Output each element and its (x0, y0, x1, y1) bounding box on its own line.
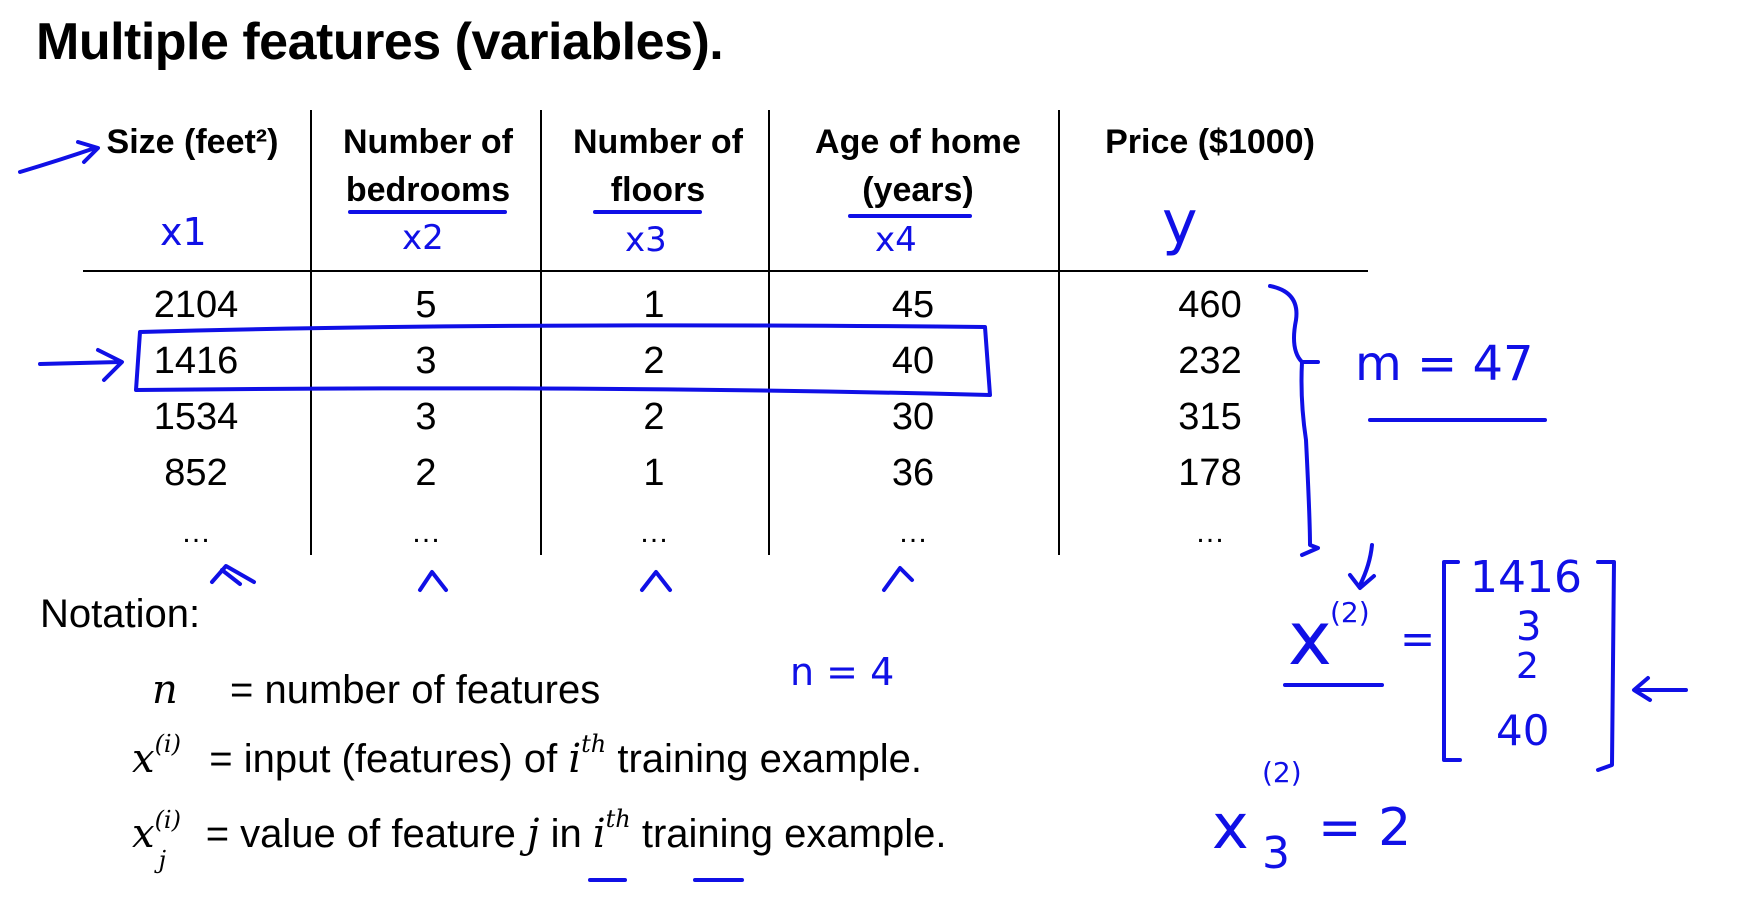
table-cell: … (898, 516, 928, 549)
hw-label-x3: x3 (625, 220, 667, 260)
up-arrow-col1 (210, 564, 256, 586)
hw-label-x4: x4 (875, 220, 917, 260)
hw-x32-symbol: x (1212, 790, 1249, 863)
symbol-x: x (132, 811, 155, 857)
table-cell: 315 (1178, 396, 1242, 438)
table-cell: 2104 (153, 284, 239, 326)
notation-in-word: in (550, 812, 582, 856)
table-cell: 1 (643, 452, 665, 494)
table-cell: 1 (643, 284, 665, 326)
hw-vector-value-2: 3 (1516, 604, 1542, 650)
hw-label-y: y (1162, 188, 1198, 258)
hw-x32-subscript: 3 (1262, 828, 1290, 879)
symbol-i-superscript: th (605, 805, 631, 833)
hw-label-x2: x2 (402, 218, 444, 258)
hw-x2-symbol: x (1288, 596, 1332, 682)
notation-xi-text: = input (features) of (209, 737, 558, 781)
brace-m (1268, 284, 1320, 557)
hw-n-equals: n = 4 (790, 650, 895, 694)
up-arrow-col2 (418, 570, 448, 592)
header-age-line1: Age of home (815, 123, 1021, 161)
symbol-x-indices: (i) j (155, 806, 195, 874)
hw-m-equals: m = 47 (1355, 336, 1534, 392)
symbol-j: j (527, 811, 540, 857)
hw-x2-superscript: (2) (1330, 596, 1370, 629)
hw-vector-value-1: 1416 (1470, 552, 1582, 603)
notation-xi-text-after: training example. (617, 737, 922, 781)
header-floors-line1: Number of (573, 123, 743, 161)
symbol-i: i (592, 811, 606, 857)
arrow-to-row-2 (38, 348, 124, 382)
table-cell: 5 (415, 284, 437, 326)
table-cell: 232 (1178, 340, 1242, 382)
header-price: Price ($1000) (1060, 118, 1360, 166)
notation-line-xi: x(i) = input (features) of ith training … (132, 730, 922, 788)
hw-x32-rhs: = 2 (1318, 798, 1412, 858)
notation-xij-text-after: training example. (641, 812, 947, 856)
arrow-to-size-header (18, 140, 100, 174)
symbol-x-subscript: j (158, 846, 167, 874)
header-bedrooms: Number of bedrooms (318, 118, 538, 214)
up-arrow-col4 (882, 566, 914, 592)
notation-line-xij: x(i) j = value of feature j in ith traini… (132, 805, 947, 874)
table-cell: 852 (164, 452, 228, 494)
table-cell: 1416 (153, 340, 239, 382)
table-cell: 1534 (153, 396, 239, 438)
vector-left-bracket (1442, 560, 1462, 762)
header-bedrooms-line2: bedrooms (345, 171, 511, 209)
header-age-line2: (years) (862, 171, 974, 209)
header-price-line1: Price ($1000) (1105, 123, 1315, 161)
symbol-x-superscript: (i) (154, 806, 181, 834)
arrow-down-to-vector (1348, 543, 1376, 590)
row-2-highlight-box (134, 323, 992, 397)
table-cell: 2 (643, 396, 665, 438)
slide-title: Multiple features (variables). (36, 13, 724, 71)
table-cell: 3 (415, 396, 437, 438)
notation-n-text: = number of features (230, 668, 601, 712)
header-bedrooms-line1: Number of (343, 123, 513, 161)
table-cell: 178 (1178, 452, 1242, 494)
table-cell: … (639, 516, 669, 549)
hw-label-x1: x1 (160, 210, 207, 254)
header-age: Age of home (years) (778, 118, 1058, 214)
table-cell: 30 (891, 396, 935, 438)
header-floors-line2: floors (610, 171, 706, 209)
table-cell: 2 (643, 340, 665, 382)
vector-right-bracket (1596, 560, 1616, 772)
column-divider-2 (540, 110, 542, 555)
symbol-x: x (132, 736, 155, 782)
table-cell: … (411, 516, 441, 549)
notation-heading: Notation: (40, 592, 201, 636)
table-cell: 3 (415, 340, 437, 382)
table-cell: … (181, 516, 211, 549)
column-divider-1 (310, 110, 312, 555)
header-size-line1: Size (feet²) (106, 123, 279, 161)
notation-line-n: n = number of features (152, 666, 600, 714)
hw-x32-superscript: (2) (1262, 756, 1302, 789)
header-size: Size (feet²) (90, 118, 295, 166)
column-divider-4 (1058, 110, 1060, 555)
notation-xij-text: = value of feature (205, 812, 516, 856)
table-header-rule (83, 270, 1368, 272)
hw-vector-value-4: 40 (1496, 706, 1550, 755)
symbol-n: n (152, 667, 178, 713)
table-cell: 45 (891, 284, 935, 326)
arrow-left-to-vector (1632, 676, 1688, 702)
table-cell: 460 (1178, 284, 1242, 326)
symbol-x-superscript: (i) (154, 730, 181, 758)
column-divider-3 (768, 110, 770, 555)
hw-vector-value-3: 2 (1516, 646, 1539, 687)
symbol-i-superscript: th (581, 730, 607, 758)
hw-equals: = (1400, 614, 1436, 663)
table-cell: 40 (891, 340, 935, 382)
symbol-i: i (568, 736, 582, 782)
table-cell: 2 (415, 452, 437, 494)
header-floors: Number of floors (548, 118, 768, 214)
up-arrow-col3 (640, 570, 672, 592)
table-cell: … (1195, 516, 1225, 549)
table-cell: 36 (891, 452, 935, 494)
